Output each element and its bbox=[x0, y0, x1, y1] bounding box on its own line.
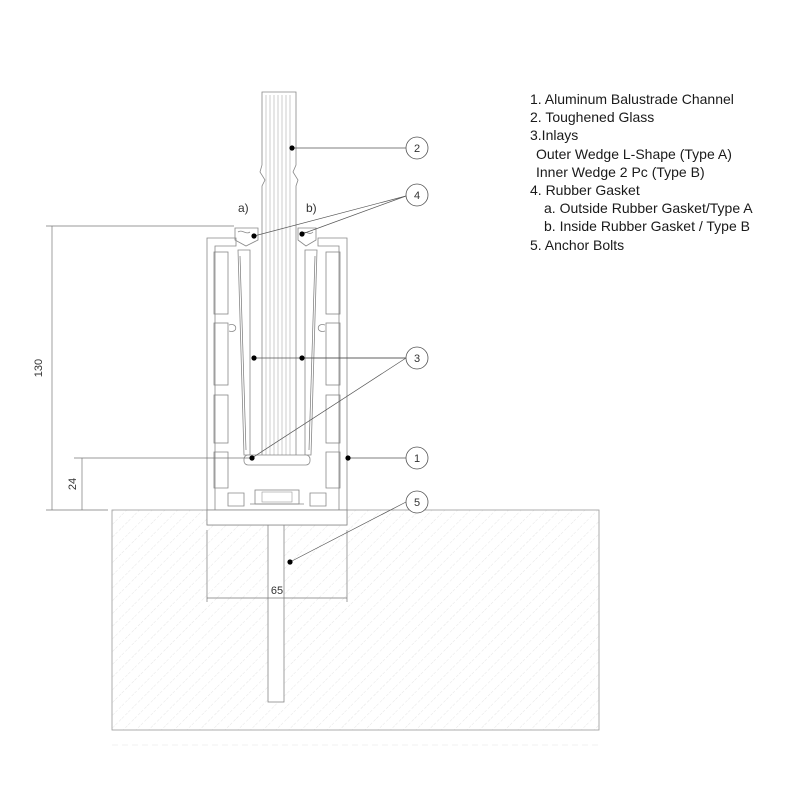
toughened-glass bbox=[243, 91, 311, 466]
legend-item: 2. Toughened Glass bbox=[530, 109, 655, 126]
legend-item: Outer Wedge L-Shape (Type A) bbox=[536, 145, 732, 162]
concrete-base bbox=[111, 509, 600, 746]
dim-width: 65 bbox=[271, 585, 283, 597]
svg-text:3: 3 bbox=[414, 353, 420, 365]
callout-1: 1 bbox=[405, 446, 429, 470]
svg-text:1: 1 bbox=[414, 453, 420, 465]
legend-item: a. Outside Rubber Gasket/Type A bbox=[544, 200, 753, 217]
legend-item: 3.Inlays bbox=[530, 127, 579, 144]
legend-item: Inner Wedge 2 Pc (Type B) bbox=[536, 163, 705, 180]
dimension-lines bbox=[46, 225, 348, 602]
anchor-bolt bbox=[267, 511, 285, 703]
callout-4: 4 bbox=[405, 183, 429, 207]
callout-2: 2 bbox=[405, 136, 429, 160]
legend-item: 1. Aluminum Balustrade Channel bbox=[530, 91, 734, 107]
svg-text:2: 2 bbox=[414, 143, 420, 155]
gasket-label-a: a) bbox=[238, 201, 249, 215]
aluminum-channel bbox=[206, 237, 348, 526]
gasket-label-b: b) bbox=[306, 201, 317, 215]
svg-text:4: 4 bbox=[414, 190, 420, 202]
dim-height-base: 24 bbox=[67, 478, 79, 490]
legend-item: 5. Anchor Bolts bbox=[530, 236, 625, 253]
svg-text:5: 5 bbox=[414, 497, 420, 509]
callout-5: 5 bbox=[405, 490, 429, 514]
leader-dots bbox=[249, 145, 351, 565]
dim-height-total: 130 bbox=[33, 359, 45, 377]
legend: 1. Aluminum Balustrade Channel 2. Toughen… bbox=[530, 90, 753, 254]
legend-item: 4. Rubber Gasket bbox=[530, 182, 640, 199]
legend-item: b. Inside Rubber Gasket / Type B bbox=[544, 218, 750, 235]
callout-3: 3 bbox=[405, 346, 429, 370]
leader-lines bbox=[251, 147, 407, 563]
